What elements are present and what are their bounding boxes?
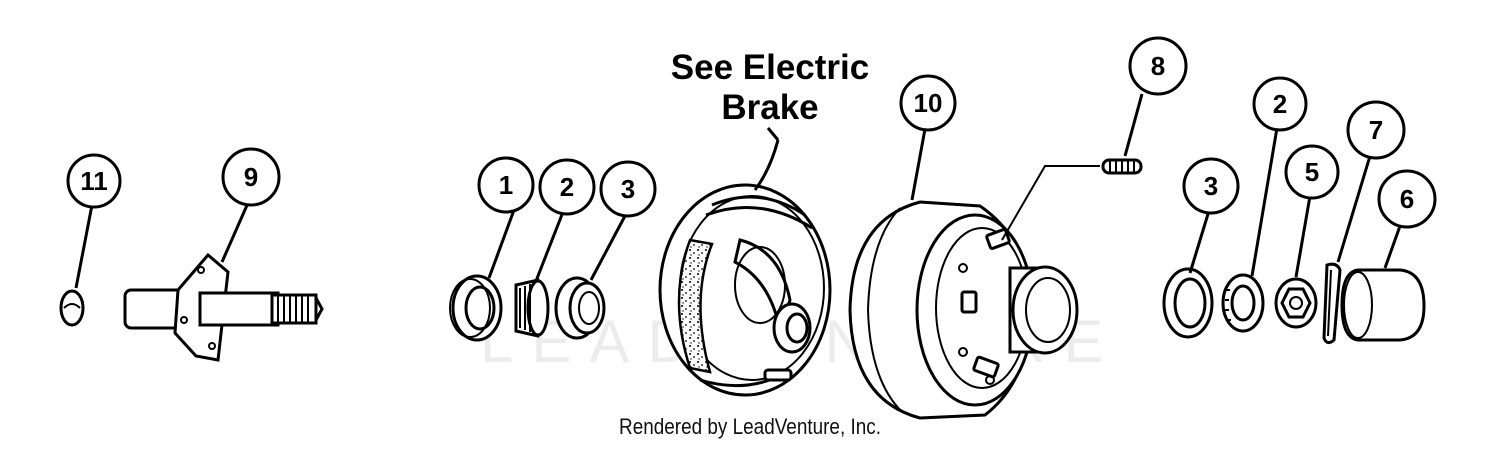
part-2-inner-bearing xyxy=(514,278,550,338)
part-6-dust-cap xyxy=(1340,268,1426,342)
brake-note-line2: Brake xyxy=(721,88,819,127)
callout-1: 1 xyxy=(477,156,535,214)
callout-3-inner: 3 xyxy=(599,160,657,218)
callout-3-outer: 3 xyxy=(1182,157,1240,215)
part-2-outer-bearing xyxy=(1221,273,1265,333)
part-3-inner-race xyxy=(554,276,606,340)
part-5-castle-nut xyxy=(1274,277,1318,329)
callout-10: 10 xyxy=(899,74,957,132)
svg-text:3: 3 xyxy=(1204,171,1218,201)
callout-5: 5 xyxy=(1284,144,1340,200)
brake-note-line1: See Electric xyxy=(670,48,870,87)
svg-text:2: 2 xyxy=(1273,89,1287,119)
part-1-seal xyxy=(449,274,503,342)
svg-text:6: 6 xyxy=(1400,184,1414,214)
callout-8: 8 xyxy=(1128,36,1188,96)
callout-7: 7 xyxy=(1346,100,1406,160)
part-3-outer-race xyxy=(1162,267,1214,339)
callout-11: 11 xyxy=(66,153,122,209)
part-10-hub-drum xyxy=(848,200,1079,420)
electric-brake-note: See Electric Brake xyxy=(610,48,930,128)
callout-9: 9 xyxy=(221,147,281,207)
svg-text:1: 1 xyxy=(499,170,513,200)
svg-text:9: 9 xyxy=(244,162,258,192)
part-11-plug xyxy=(59,289,85,327)
callout-2-inner: 2 xyxy=(538,158,596,216)
callout-2-outer: 2 xyxy=(1252,76,1308,132)
part-9-spindle xyxy=(123,252,324,362)
part-8-set-screw xyxy=(1101,158,1143,175)
svg-text:10: 10 xyxy=(914,88,943,118)
leader-lines xyxy=(74,93,1402,289)
electric-brake-assembly xyxy=(658,183,832,397)
render-credit: Rendered by LeadVenture, Inc. xyxy=(619,414,881,439)
svg-text:8: 8 xyxy=(1151,51,1165,81)
svg-text:11: 11 xyxy=(80,166,108,196)
svg-text:2: 2 xyxy=(560,172,574,202)
callout-6: 6 xyxy=(1377,169,1437,229)
svg-text:3: 3 xyxy=(621,174,635,204)
part-7-cotter-pin xyxy=(1322,262,1342,345)
svg-text:7: 7 xyxy=(1369,115,1383,145)
svg-text:5: 5 xyxy=(1305,157,1319,187)
